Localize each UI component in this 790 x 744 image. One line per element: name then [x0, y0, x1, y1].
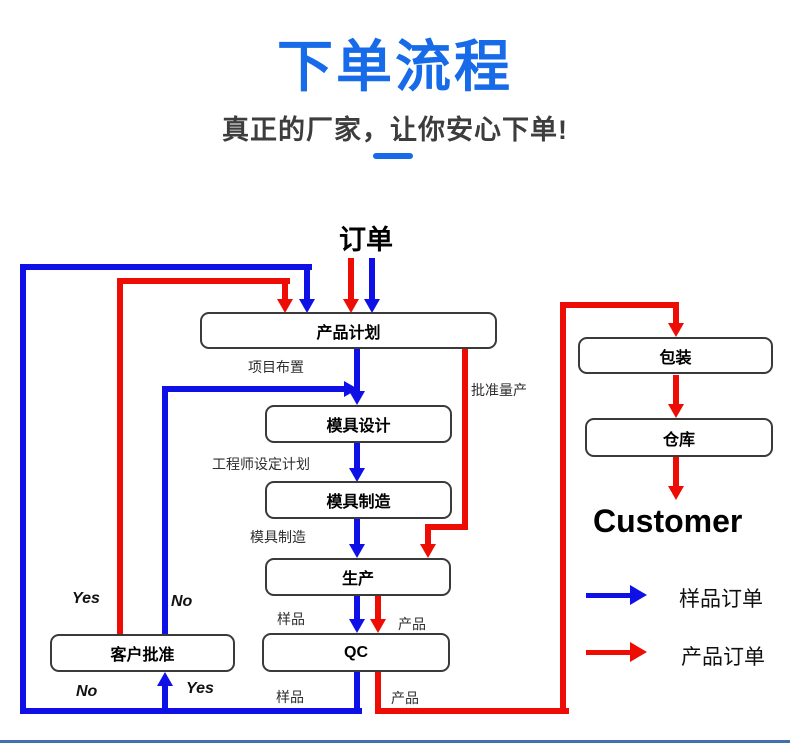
edge-label-no-top: No — [171, 593, 193, 610]
mass-production-vert-line — [462, 348, 468, 530]
sample-loop-bottom-line — [20, 708, 362, 714]
arrowhead-yes-to-plan-icon — [277, 299, 293, 313]
arrowhead-make-production-icon — [349, 544, 365, 558]
node-packing: 包装 — [578, 337, 773, 374]
sample-loop-left-line — [20, 264, 26, 714]
arrowhead-order-product-icon — [343, 299, 359, 313]
edge-label-no-bottom: No — [76, 683, 98, 700]
product-loop-top-line — [560, 302, 679, 308]
qc-sample-out-line — [354, 672, 360, 714]
approval-yes-vert-line — [117, 278, 123, 635]
order-product-line — [348, 258, 354, 299]
edge-label-yes-top: Yes — [72, 590, 100, 607]
sample-loop-top-line — [20, 264, 312, 270]
mass-production-entry-line — [425, 524, 431, 544]
approval-no-horiz-line — [162, 386, 344, 392]
plan-to-design-line — [354, 348, 360, 391]
design-to-make-line — [354, 443, 360, 468]
arrowhead-production-qc-product-icon — [370, 619, 386, 633]
node-product-plan: 产品计划 — [200, 312, 497, 349]
edge-label-product-in: 产品 — [398, 616, 426, 632]
node-customer-approval: 客户批准 — [50, 634, 235, 672]
mass-production-horiz-line — [425, 524, 468, 530]
approval-entry-line — [162, 686, 168, 714]
edge-label-yes-bottom: Yes — [186, 680, 214, 697]
edge-label-engineer-plan: 工程师设定计划 — [212, 456, 310, 472]
qc-product-out-line — [375, 672, 381, 714]
sample-loop-entry-line — [304, 264, 310, 299]
legend-product-arrowhead-icon — [630, 642, 647, 662]
title-underline-dash — [373, 153, 413, 159]
flow-end-label: Customer — [593, 503, 743, 539]
legend-sample-arrow-icon — [586, 593, 630, 598]
packing-to-warehouse-line — [673, 375, 679, 404]
legend-product-arrow-icon — [586, 650, 630, 655]
production-to-qc-sample-line — [354, 595, 360, 619]
node-mold-design: 模具设计 — [265, 405, 452, 443]
arrowhead-production-qc-sample-icon — [349, 619, 365, 633]
approval-yes-entry-line — [282, 284, 288, 299]
edge-label-sample-in: 样品 — [277, 611, 305, 627]
page-subtitle: 真正的厂家，让你安心下单! — [222, 115, 568, 145]
legend-sample-label: 样品订单 — [679, 588, 763, 611]
product-loop-bottom-line — [375, 708, 569, 714]
arrowhead-sample-to-plan-icon — [299, 299, 315, 313]
product-loop-right-line — [560, 302, 566, 714]
edge-label-product-out: 产品 — [391, 690, 419, 706]
packing-entry-line — [673, 302, 679, 323]
arrowhead-to-packing-icon — [668, 323, 684, 337]
arrowhead-to-approval-icon — [157, 672, 173, 686]
edge-label-project-layout: 项目布置 — [248, 359, 304, 375]
section-divider — [0, 740, 790, 743]
node-production: 生产 — [265, 558, 451, 596]
make-to-production-line — [354, 518, 360, 544]
node-mold-make: 模具制造 — [265, 481, 452, 519]
approval-yes-horiz-line — [117, 278, 290, 284]
order-sample-line — [369, 258, 375, 299]
arrowhead-mass-production-icon — [420, 544, 436, 558]
arrowhead-design-make-icon — [349, 468, 365, 482]
legend-sample-arrowhead-icon — [630, 585, 647, 605]
edge-label-approve-mass: 批准量产 — [471, 382, 527, 398]
arrowhead-packing-warehouse-icon — [668, 404, 684, 418]
arrowhead-warehouse-customer-icon — [668, 486, 684, 500]
node-warehouse: 仓库 — [585, 418, 773, 457]
edge-label-mold-making: 模具制造 — [250, 529, 306, 545]
production-to-qc-product-line — [375, 595, 381, 619]
arrowhead-order-sample-icon — [364, 299, 380, 313]
legend-product-label: 产品订单 — [681, 646, 765, 669]
page-title: 下单流程 — [277, 35, 513, 98]
flow-start-label: 订单 — [339, 225, 393, 255]
arrowhead-plan-design-icon — [349, 391, 365, 405]
node-qc: QC — [262, 633, 450, 672]
warehouse-to-customer-line — [673, 457, 679, 486]
edge-label-sample-out: 样品 — [276, 689, 304, 705]
approval-no-vert-line — [162, 386, 168, 635]
